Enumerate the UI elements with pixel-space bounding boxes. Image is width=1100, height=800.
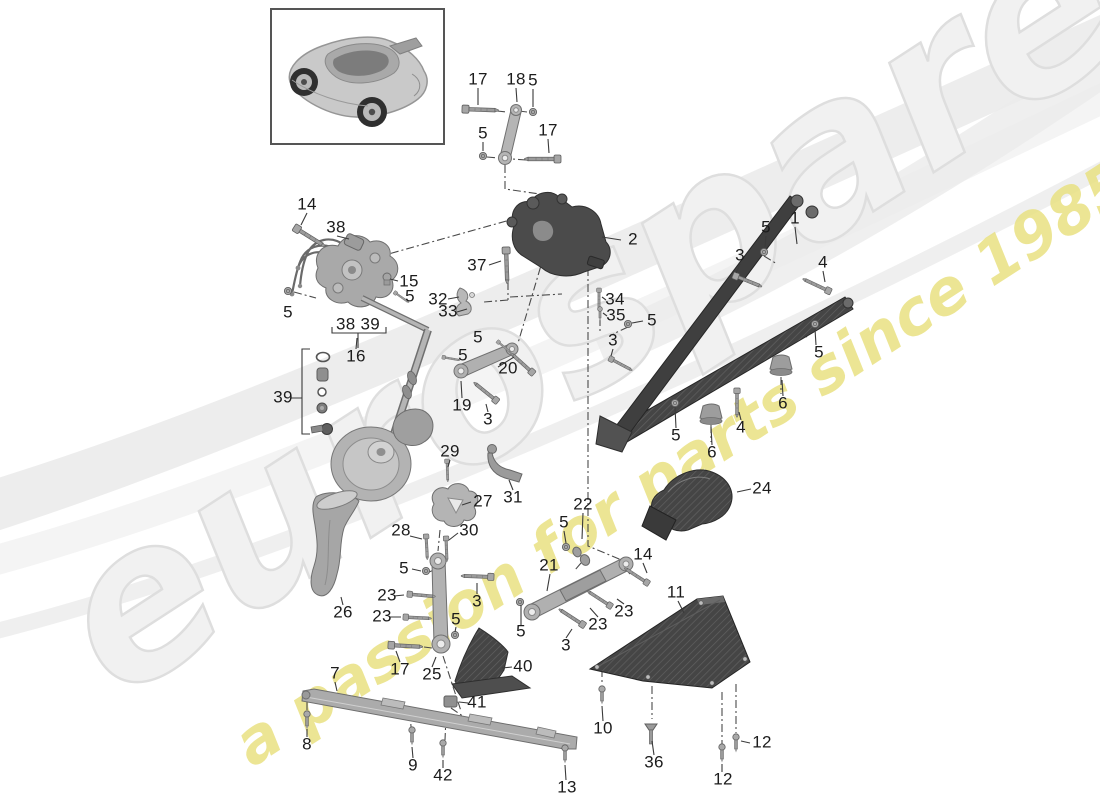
callout-17-0: 17 bbox=[468, 69, 488, 89]
sill-rail-7 bbox=[301, 688, 578, 764]
callout-33-17: 33 bbox=[438, 301, 458, 321]
car-rear-window bbox=[333, 50, 389, 76]
upright-link-25 bbox=[387, 552, 495, 654]
vehicle-thumbnail-box bbox=[270, 8, 445, 145]
callout-5-40: 5 bbox=[559, 512, 569, 532]
callout-10-65: 10 bbox=[593, 718, 613, 738]
upper-link-18 bbox=[461, 104, 562, 165]
axle-and-hub bbox=[330, 295, 434, 502]
callout-16-24: 16 bbox=[346, 346, 366, 366]
callout-3-53: 3 bbox=[561, 635, 571, 655]
toe-link-21 bbox=[515, 542, 652, 630]
callout-32-16: 32 bbox=[428, 289, 448, 309]
callout-5-27: 5 bbox=[458, 345, 468, 365]
car-wing bbox=[388, 37, 423, 55]
vehicle-illustration bbox=[288, 36, 428, 127]
callout-12-67: 12 bbox=[713, 769, 733, 789]
callout-12-68: 12 bbox=[752, 732, 772, 752]
callout-5-31: 5 bbox=[671, 425, 681, 445]
callout-37-8: 37 bbox=[467, 255, 487, 275]
callout-17-4: 17 bbox=[538, 120, 558, 140]
callout-17-56: 17 bbox=[390, 659, 410, 679]
callout-29-35: 29 bbox=[440, 441, 460, 461]
callout-31-37: 31 bbox=[503, 487, 523, 507]
callout-1-9: 1 bbox=[790, 208, 800, 228]
callout-4-32: 4 bbox=[736, 417, 746, 437]
callout-11-55: 11 bbox=[666, 582, 686, 602]
seal-kit-column-39 bbox=[301, 327, 387, 435]
callout-35-19: 35 bbox=[606, 305, 626, 325]
underbody-panel-11 bbox=[588, 595, 751, 763]
callout-14-50: 14 bbox=[633, 544, 653, 564]
air-duct-26 bbox=[310, 490, 360, 597]
callout-5-10: 5 bbox=[761, 217, 771, 237]
callout-5-20: 5 bbox=[647, 310, 657, 330]
callout-23-51: 23 bbox=[614, 601, 634, 621]
callout-3-11: 3 bbox=[735, 245, 745, 265]
callout-5-22: 5 bbox=[814, 342, 824, 362]
callout-23-52: 23 bbox=[588, 614, 608, 634]
callout-36-66: 36 bbox=[644, 752, 664, 772]
callout-5-48: 5 bbox=[451, 609, 461, 629]
callout-5-14: 5 bbox=[405, 286, 415, 306]
callout-26-43: 26 bbox=[333, 602, 353, 622]
label-leader-lines bbox=[291, 87, 826, 781]
callout-6-33: 6 bbox=[707, 442, 717, 462]
callout-3-30: 3 bbox=[483, 409, 493, 429]
callout-30-39: 30 bbox=[459, 520, 479, 540]
callout-21-49: 21 bbox=[539, 555, 559, 575]
callout-39-25: 39 bbox=[273, 387, 293, 407]
bracket-27-group bbox=[422, 444, 523, 562]
bracket-32-33 bbox=[455, 287, 475, 317]
caliper-assembly-16 bbox=[283, 223, 411, 308]
clip-36 bbox=[644, 723, 658, 745]
mount-6-right bbox=[769, 354, 793, 376]
callout-5-15: 5 bbox=[283, 302, 293, 322]
callout-5-44: 5 bbox=[399, 558, 409, 578]
callout-18-1: 18 bbox=[506, 69, 526, 89]
callout-15-13: 15 bbox=[399, 271, 419, 291]
callout-19-29: 19 bbox=[452, 395, 472, 415]
callout-38-39-23: 38 39 bbox=[335, 314, 381, 334]
callout-28-38: 28 bbox=[391, 520, 411, 540]
callout-5-54: 5 bbox=[516, 621, 526, 641]
subframe-bracket-2 bbox=[501, 191, 633, 329]
callout-25-57: 25 bbox=[422, 664, 442, 684]
callout-4-12: 4 bbox=[818, 252, 828, 272]
mount-6-left bbox=[699, 403, 723, 425]
callout-24-42: 24 bbox=[752, 478, 772, 498]
callout-5-3: 5 bbox=[478, 123, 488, 143]
callout-22-41: 22 bbox=[573, 494, 593, 514]
gusset-40 bbox=[443, 627, 532, 708]
link-19-20 bbox=[441, 339, 537, 405]
callout-5-26: 5 bbox=[473, 327, 483, 347]
callout-38-6: 38 bbox=[326, 217, 346, 237]
callout-6-34: 6 bbox=[778, 393, 788, 413]
callout-23-46: 23 bbox=[372, 606, 392, 626]
callout-8-61: 8 bbox=[302, 734, 312, 754]
callout-14-5: 14 bbox=[297, 194, 317, 214]
callout-23-45: 23 bbox=[377, 585, 397, 605]
callout-42-63: 42 bbox=[433, 765, 453, 785]
assembly-leader-lines bbox=[293, 110, 816, 746]
callout-13-64: 13 bbox=[557, 777, 577, 797]
callout-3-47: 3 bbox=[472, 591, 482, 611]
callout-20-28: 20 bbox=[498, 358, 518, 378]
air-duct-24 bbox=[641, 469, 733, 541]
callout-2-7: 2 bbox=[628, 229, 638, 249]
callout-34-18: 34 bbox=[605, 289, 625, 309]
callout-7-60: 7 bbox=[330, 663, 340, 683]
callout-9-62: 9 bbox=[408, 755, 418, 775]
callout-27-36: 27 bbox=[473, 491, 493, 511]
callout-40-58: 40 bbox=[513, 656, 533, 676]
callout-41-59: 41 bbox=[467, 692, 487, 712]
callout-5-2: 5 bbox=[528, 70, 538, 90]
callout-3-21: 3 bbox=[608, 330, 618, 350]
cross-braces-1-3 bbox=[595, 194, 854, 453]
